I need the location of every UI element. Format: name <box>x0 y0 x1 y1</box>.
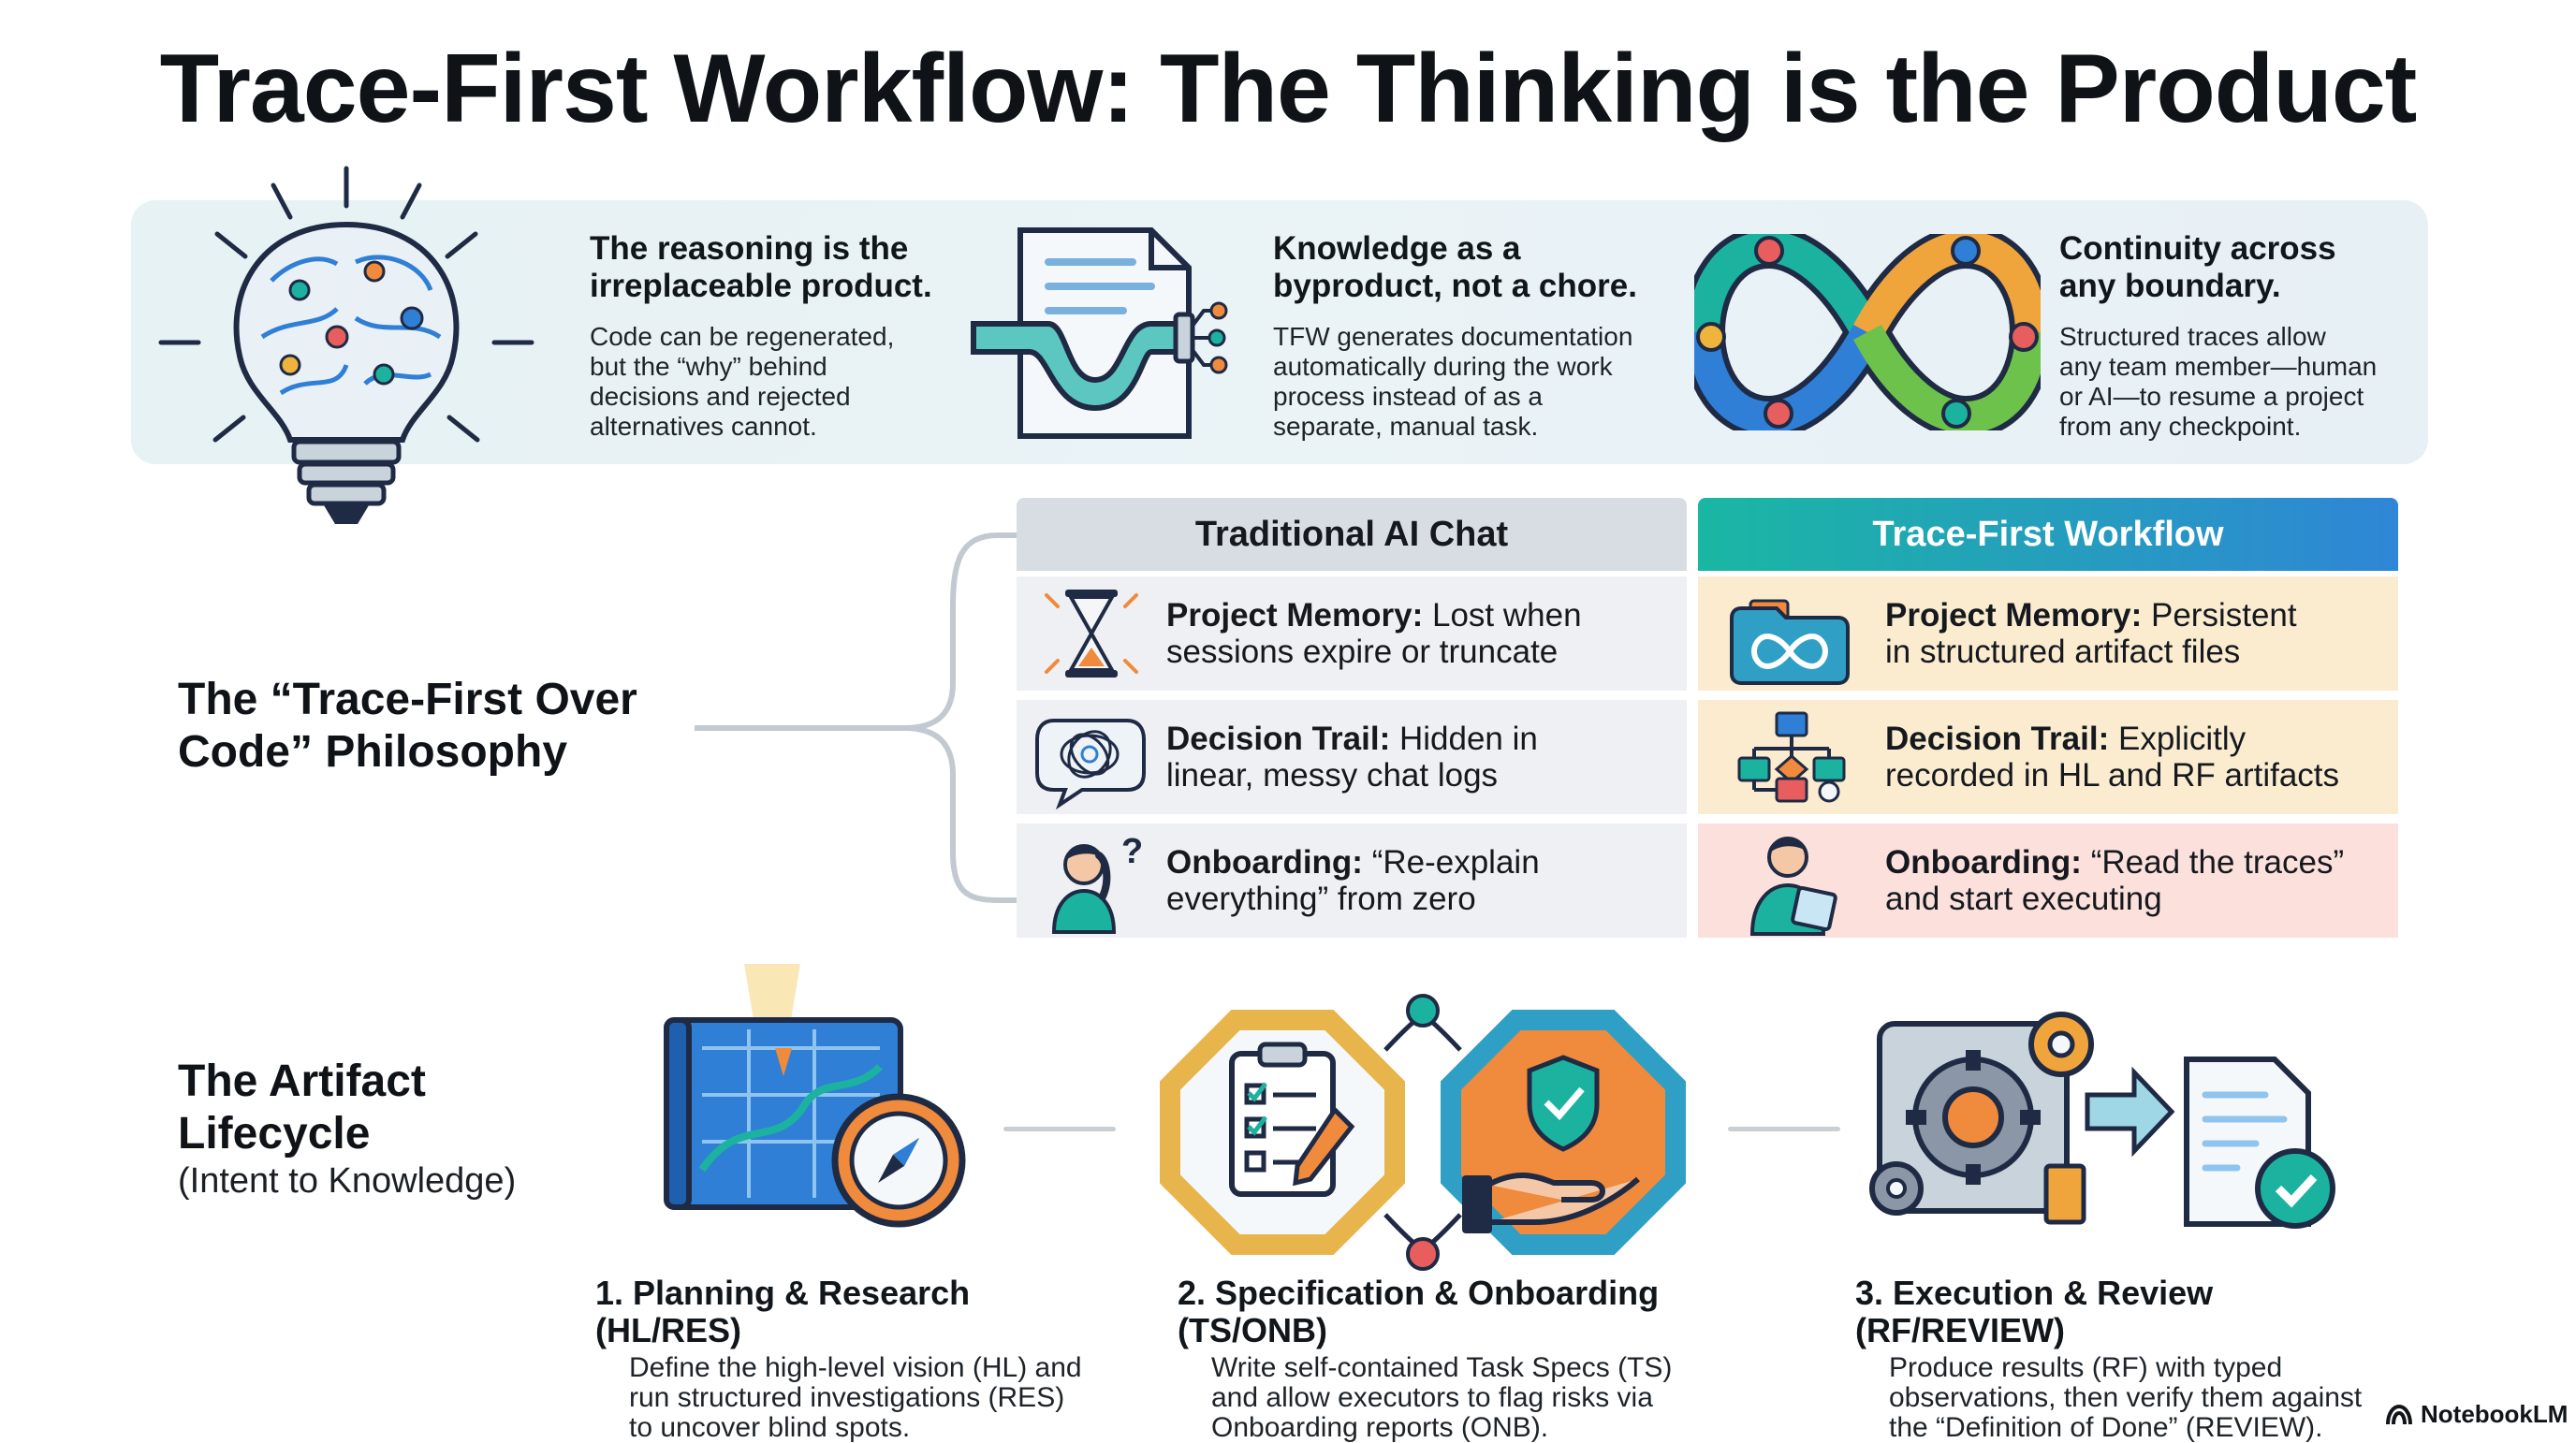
row-label: Onboarding: <box>1166 844 1363 881</box>
step-body: Define the high-level vision (HL) and <box>629 1352 1082 1383</box>
row-label: Decision Trail: <box>1885 721 2110 757</box>
philosophy-line: Code” Philosophy <box>178 727 568 777</box>
svg-text:?: ? <box>1121 832 1143 871</box>
feature-body: or AI—to resume a project <box>2059 382 2364 411</box>
notebooklm-logo-icon <box>2386 1404 2412 1424</box>
step-body: run structured investigations (RES) <box>629 1382 1065 1413</box>
row-label: Project Memory: <box>1166 597 1424 634</box>
person-tablet-icon <box>1749 837 1837 936</box>
folder-infinity-icon <box>1730 599 1850 685</box>
lifecycle-subtitle: (Intent to Knowledge) <box>178 1161 517 1201</box>
lifecycle-line: Lifecycle <box>178 1109 371 1159</box>
trace-first-column: Project Memory: Persistent in structured… <box>1698 576 2398 938</box>
feature-reasoning: The reasoning is the irreplaceable produ… <box>590 230 983 442</box>
row-text: Onboarding: “Re-explain everything” from… <box>1166 844 1540 917</box>
tangled-chat-icon <box>1035 719 1146 810</box>
document-pipeline-icon <box>971 227 1228 439</box>
principles-band <box>131 200 2428 464</box>
row-text: Onboarding: “Read the traces” and start … <box>1885 844 2344 917</box>
feature-heading: The reasoning is the <box>590 230 909 267</box>
row-value: and start executing <box>1885 881 2162 917</box>
step-title: 3. Execution & Review (RF/REVIEW) <box>1855 1274 2214 1349</box>
step-title: 2. Specification & Onboarding (TS/ONB) <box>1178 1274 1660 1349</box>
table-row-decision-trail-left: Decision Trail: Hidden in linear, messy … <box>1017 700 1687 814</box>
row-value: linear, messy chat logs <box>1166 757 1499 794</box>
row-text: Project Memory: Persistent in structured… <box>1885 597 2297 670</box>
feature-body: any team member—human <box>2059 352 2378 381</box>
bracket-connector <box>695 532 1022 903</box>
step-execution-review: 3. Execution & Review (RF/REVIEW) Produc… <box>1855 1275 2417 1443</box>
table-row-onboarding-left: ? Onboarding: “Re-explain everything” fr… <box>1017 824 1687 938</box>
brand-mark: NotebookLM <box>2385 1400 2568 1429</box>
hourglass-icon <box>1045 590 1138 678</box>
philosophy-heading: The “Trace-First Over Code” Philosophy <box>178 674 702 779</box>
blueprint-compass-icon <box>664 964 966 1228</box>
feature-body: but the “why” behind <box>590 352 827 381</box>
row-value: Hidden in <box>1398 721 1538 757</box>
feature-body: process instead of as a <box>1273 382 1543 411</box>
row-value: Lost when <box>1431 597 1582 634</box>
step-body: and allow executors to flag risks via <box>1211 1382 1653 1413</box>
row-value: “Re-explain <box>1371 844 1540 881</box>
feature-knowledge: Knowledge as a byproduct, not a chore. T… <box>1273 230 1685 442</box>
row-text: Decision Trail: Hidden in linear, messy … <box>1166 721 1538 794</box>
lifecycle-heading: The Artifact Lifecycle (Intent to Knowle… <box>178 1056 608 1202</box>
step-body: Onboarding reports (ONB). <box>1211 1412 1549 1443</box>
row-label: Onboarding: <box>1885 844 2082 881</box>
row-label: Decision Trail: <box>1166 721 1391 757</box>
row-label: Project Memory: <box>1885 597 2143 634</box>
table-row-onboarding-right: Onboarding: “Read the traces” and start … <box>1698 824 2398 938</box>
step-body: Write self-contained Task Specs (TS) <box>1211 1352 1673 1383</box>
lifecycle-line: The Artifact <box>178 1057 426 1106</box>
row-value: “Read the traces” <box>2090 844 2345 881</box>
traditional-column: Project Memory: Lost when sessions expir… <box>1017 576 1687 938</box>
brand-name: NotebookLM <box>2421 1400 2569 1428</box>
step-planning-research: 1. Planning & Research (HL/RES) Define t… <box>595 1275 1120 1443</box>
feature-body: Code can be regenerated, <box>590 322 895 351</box>
step-body: the “Definition of Done” (REVIEW). <box>1889 1412 2323 1443</box>
table-row-project-memory-right: Project Memory: Persistent in structured… <box>1698 576 2398 691</box>
page-title: Trace-First Workflow: The Thinking is th… <box>159 35 2418 143</box>
feature-body: decisions and rejected <box>590 382 851 411</box>
feature-body: automatically during the work <box>1273 352 1613 381</box>
flowchart-icon <box>1737 711 1846 803</box>
brain-lightbulb-icon <box>158 166 534 524</box>
row-text: Decision Trail: Explicitly recorded in H… <box>1885 721 2339 794</box>
execution-review-icon <box>1869 1012 2335 1229</box>
feature-body: TFW generates documentation <box>1273 322 1633 351</box>
feature-body: alternatives cannot. <box>590 412 817 441</box>
feature-heading: Knowledge as a <box>1273 230 1521 267</box>
philosophy-line: The “Trace-First Over <box>178 675 637 724</box>
feature-heading: Continuity across <box>2059 230 2336 267</box>
feature-body: Structured traces allow <box>2059 322 2326 351</box>
row-value: Explicitly <box>2117 721 2247 757</box>
row-value: in structured artifact files <box>1885 634 2241 670</box>
row-text: Project Memory: Lost when sessions expir… <box>1166 597 1582 670</box>
feature-continuity: Continuity across any boundary. Structur… <box>2059 230 2415 442</box>
infinity-loop-icon <box>1694 234 2041 430</box>
row-value: recorded in HL and RF artifacts <box>1885 757 2340 794</box>
feature-body: separate, manual task. <box>1273 412 1539 441</box>
table-row-decision-trail-right: Decision Trail: Explicitly recorded in H… <box>1698 700 2398 814</box>
feature-body: from any checkpoint. <box>2059 412 2302 441</box>
row-value: sessions expire or truncate <box>1166 634 1559 670</box>
row-value: Persistent <box>2150 597 2297 634</box>
feature-heading: irreplaceable product. <box>590 268 932 304</box>
table-row-project-memory-left: Project Memory: Lost when sessions expir… <box>1017 576 1687 691</box>
feature-heading: byproduct, not a chore. <box>1273 268 1637 304</box>
header-trace-first: Trace-First Workflow <box>1698 498 2398 571</box>
header-traditional-chat: Traditional AI Chat <box>1017 498 1687 571</box>
confused-person-icon: ? <box>1051 832 1143 934</box>
feature-heading: any boundary. <box>2059 268 2281 304</box>
step-title: 1. Planning & Research (HL/RES) <box>595 1274 971 1349</box>
step-specification-onboarding: 2. Specification & Onboarding (TS/ONB) W… <box>1178 1275 1795 1443</box>
row-value: everything” from zero <box>1166 881 1476 917</box>
specification-onboarding-icon <box>1160 994 1686 1271</box>
step-body: Produce results (RF) with typed <box>1889 1352 2283 1383</box>
connector-line-1 <box>1003 1127 1116 1131</box>
step-body: observations, then verify them against <box>1889 1382 2363 1413</box>
step-body: to uncover blind spots. <box>629 1412 911 1443</box>
connector-line-2 <box>1728 1127 1840 1131</box>
